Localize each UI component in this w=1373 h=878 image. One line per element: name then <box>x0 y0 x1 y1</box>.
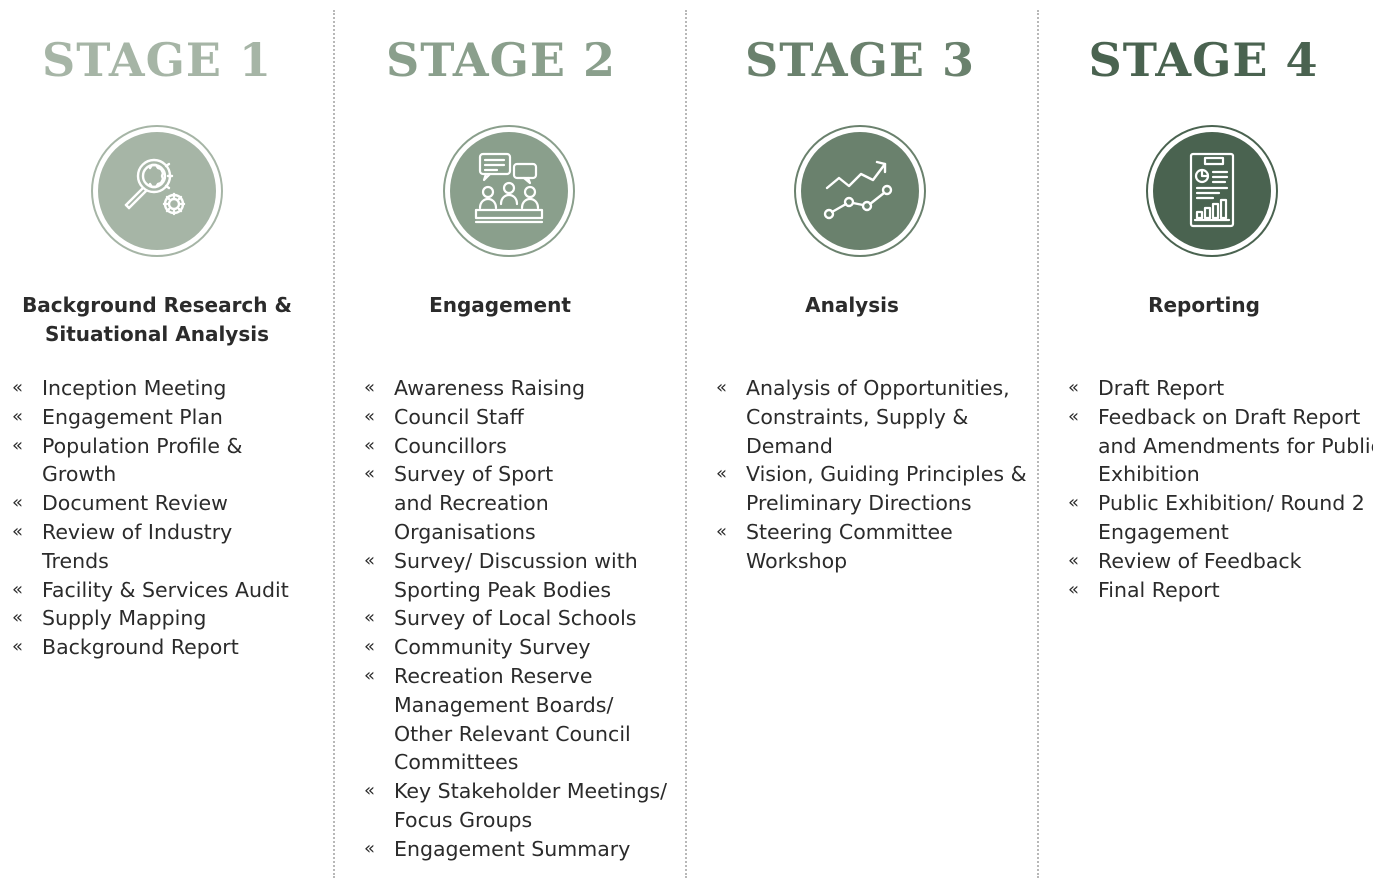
column-divider <box>1037 10 1039 878</box>
chevron-left-double-icon: « <box>364 636 376 658</box>
list-item: «Recreation Reserve Management Boards/ O… <box>364 663 631 775</box>
list-item: «Feedback on Draft Report and Amendments… <box>1068 404 1373 487</box>
chevron-left-double-icon: « <box>1068 492 1080 514</box>
report-document-icon <box>1167 146 1257 236</box>
stage-4-column: STAGE 4 <box>1038 0 1373 878</box>
list-item: «Analysis of Opportunities, Constraints,… <box>716 376 1010 458</box>
chevron-left-double-icon: « <box>12 607 24 629</box>
list-item: «Review of Feedback <box>1068 547 1373 576</box>
list-item: «Engagement Summary <box>364 835 684 864</box>
chevron-left-double-icon: « <box>716 520 728 542</box>
chevron-left-double-icon: « <box>12 492 24 514</box>
chevron-left-double-icon: « <box>364 434 376 456</box>
list-item: «Final Report <box>1068 576 1373 605</box>
list-item: «Council Staff <box>364 403 684 432</box>
chevron-left-double-icon: « <box>1068 578 1080 600</box>
stage-1-name: Background Research & Situational Analys… <box>22 293 292 346</box>
stage-4-icon-badge <box>1146 125 1278 257</box>
chevron-left-double-icon: « <box>12 405 24 427</box>
list-item: «Public Exhibition/ Round 2 Engagement <box>1068 491 1365 544</box>
stage-4-name: Reporting <box>1148 293 1260 317</box>
stage-2-title: STAGE 2 <box>386 33 616 87</box>
chevron-left-double-icon: « <box>1068 405 1080 427</box>
chevron-left-double-icon: « <box>364 837 376 859</box>
people-discussion-icon <box>464 146 554 236</box>
chevron-left-double-icon: « <box>12 636 24 658</box>
list-item: «Awareness Raising <box>364 374 684 403</box>
stage-1-title: STAGE 1 <box>42 33 272 87</box>
stage-3-title: STAGE 3 <box>745 33 975 87</box>
chevron-left-double-icon: « <box>364 463 376 485</box>
stage-1-task-list: «Inception Meeting «Engagement Plan «Pop… <box>12 374 312 662</box>
stage-2-task-list: «Awareness Raising «Council Staff «Counc… <box>364 374 684 864</box>
list-item: «Population Profile & Growth <box>12 433 243 487</box>
chevron-left-double-icon: « <box>364 549 376 571</box>
chevron-left-double-icon: « <box>12 434 24 456</box>
magnifier-gears-icon <box>112 146 202 236</box>
list-item: «Inception Meeting <box>12 374 312 403</box>
chevron-left-double-icon: « <box>1068 549 1080 571</box>
list-item: «Steering Committee Workshop <box>716 519 953 573</box>
stage-3-name: Analysis <box>805 293 899 317</box>
stage-4-task-list: «Draft Report «Feedback on Draft Report … <box>1068 374 1373 604</box>
chevron-left-double-icon: « <box>364 377 376 398</box>
list-item: «Survey of Local Schools <box>364 604 684 633</box>
chevron-left-double-icon: « <box>12 377 24 398</box>
chevron-left-double-icon: « <box>716 463 728 485</box>
list-item: «Document Review <box>12 489 312 518</box>
list-item: «Survey of Sport and Recreation Organisa… <box>364 462 554 544</box>
stage-4-title: STAGE 4 <box>1088 33 1319 87</box>
list-item: «Key Stakeholder Meetings/ Focus Groups <box>364 779 668 832</box>
list-item: «Facility & Services Audit <box>12 576 312 605</box>
column-divider <box>333 10 335 878</box>
trend-chart-icon <box>815 146 905 236</box>
chevron-left-double-icon: « <box>1068 377 1080 398</box>
stage-2-column: STAGE 2 <box>334 0 686 878</box>
list-item: «Councillors <box>364 432 684 461</box>
chevron-left-double-icon: « <box>364 664 376 686</box>
stage-1-icon-badge <box>91 125 223 257</box>
list-item: «Engagement Plan <box>12 403 312 432</box>
chevron-left-double-icon: « <box>364 780 376 802</box>
list-item: «Supply Mapping <box>12 604 312 633</box>
column-divider <box>685 10 687 878</box>
chevron-left-double-icon: « <box>716 377 728 398</box>
chevron-left-double-icon: « <box>364 607 376 629</box>
stage-1-column: STAGE 1 <box>0 0 334 878</box>
chevron-left-double-icon: « <box>364 405 376 427</box>
stage-3-column: STAGE 3 Analysi <box>686 0 1038 878</box>
list-item: «Review of Industry Trends <box>12 519 233 573</box>
stage-2-icon-badge <box>443 125 575 257</box>
chevron-left-double-icon: « <box>12 520 24 542</box>
list-item: «Background Report <box>12 633 312 662</box>
stage-3-task-list: «Analysis of Opportunities, Constraints,… <box>716 374 1036 576</box>
list-item: «Survey/ Discussion with Sporting Peak B… <box>364 548 638 602</box>
stage-3-icon-badge <box>794 125 926 257</box>
list-item: «Vision, Guiding Principles & Preliminar… <box>716 462 1027 516</box>
stage-2-name: Engagement <box>429 293 571 317</box>
list-item: «Community Survey <box>364 633 684 662</box>
list-item: «Draft Report <box>1068 374 1373 403</box>
chevron-left-double-icon: « <box>12 578 24 600</box>
